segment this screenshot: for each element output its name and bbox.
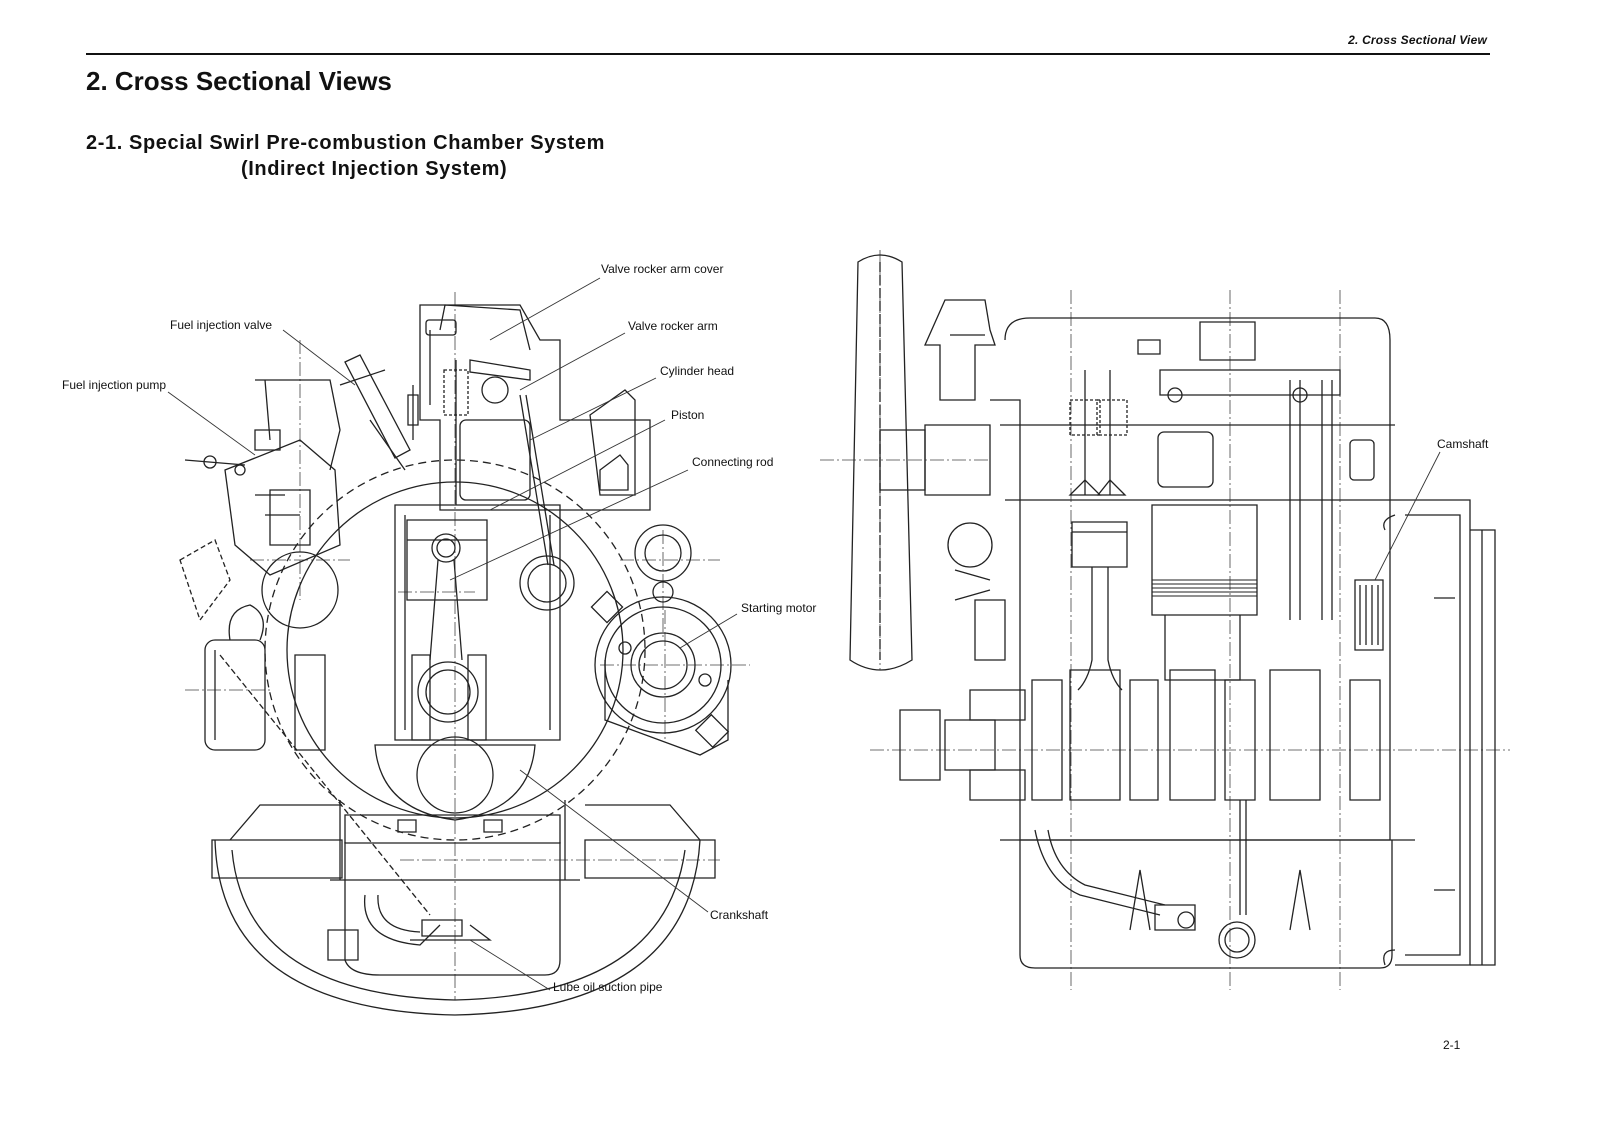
running-head: 2. Cross Sectional View xyxy=(1348,33,1487,47)
callout-fuel-injection-pump: Fuel injection pump xyxy=(62,378,167,392)
callout-crankshaft: Crankshaft xyxy=(710,908,769,922)
header-rule xyxy=(86,53,1490,55)
subsection-title: 2-1. Special Swirl Pre-combustion Chambe… xyxy=(86,130,605,182)
subsection-title-line2: (Indirect Injection System) xyxy=(241,158,508,180)
callout-camshaft: Camshaft xyxy=(1437,437,1489,451)
front-leader-lines xyxy=(168,278,737,990)
subsection-title-line1: 2-1. Special Swirl Pre-combustion Chambe… xyxy=(86,132,605,154)
side-cross-section-figure xyxy=(820,250,1510,990)
callout-cylinder-head: Cylinder head xyxy=(660,364,735,378)
page-number: 2-1 xyxy=(1443,1038,1461,1052)
section-title: 2. Cross Sectional Views xyxy=(86,66,392,96)
callout-fuel-injection-valve: Fuel injection valve xyxy=(170,318,273,332)
callout-connecting-rod: Connecting rod xyxy=(692,455,774,469)
callout-starting-motor: Starting motor xyxy=(741,601,817,615)
callout-lube-oil-suction-pipe: Lube oil suction pipe xyxy=(553,980,663,994)
callout-valve-rocker-arm-cover: Valve rocker arm cover xyxy=(601,262,724,276)
fuel-injection-pump-drawing xyxy=(185,380,340,628)
starting-motor-drawing xyxy=(591,525,731,755)
front-cross-section-figure xyxy=(168,278,750,1015)
callout-valve-rocker-arm: Valve rocker arm xyxy=(628,319,718,333)
callout-piston: Piston xyxy=(671,408,705,422)
fuel-injection-valve-drawing xyxy=(340,355,418,470)
